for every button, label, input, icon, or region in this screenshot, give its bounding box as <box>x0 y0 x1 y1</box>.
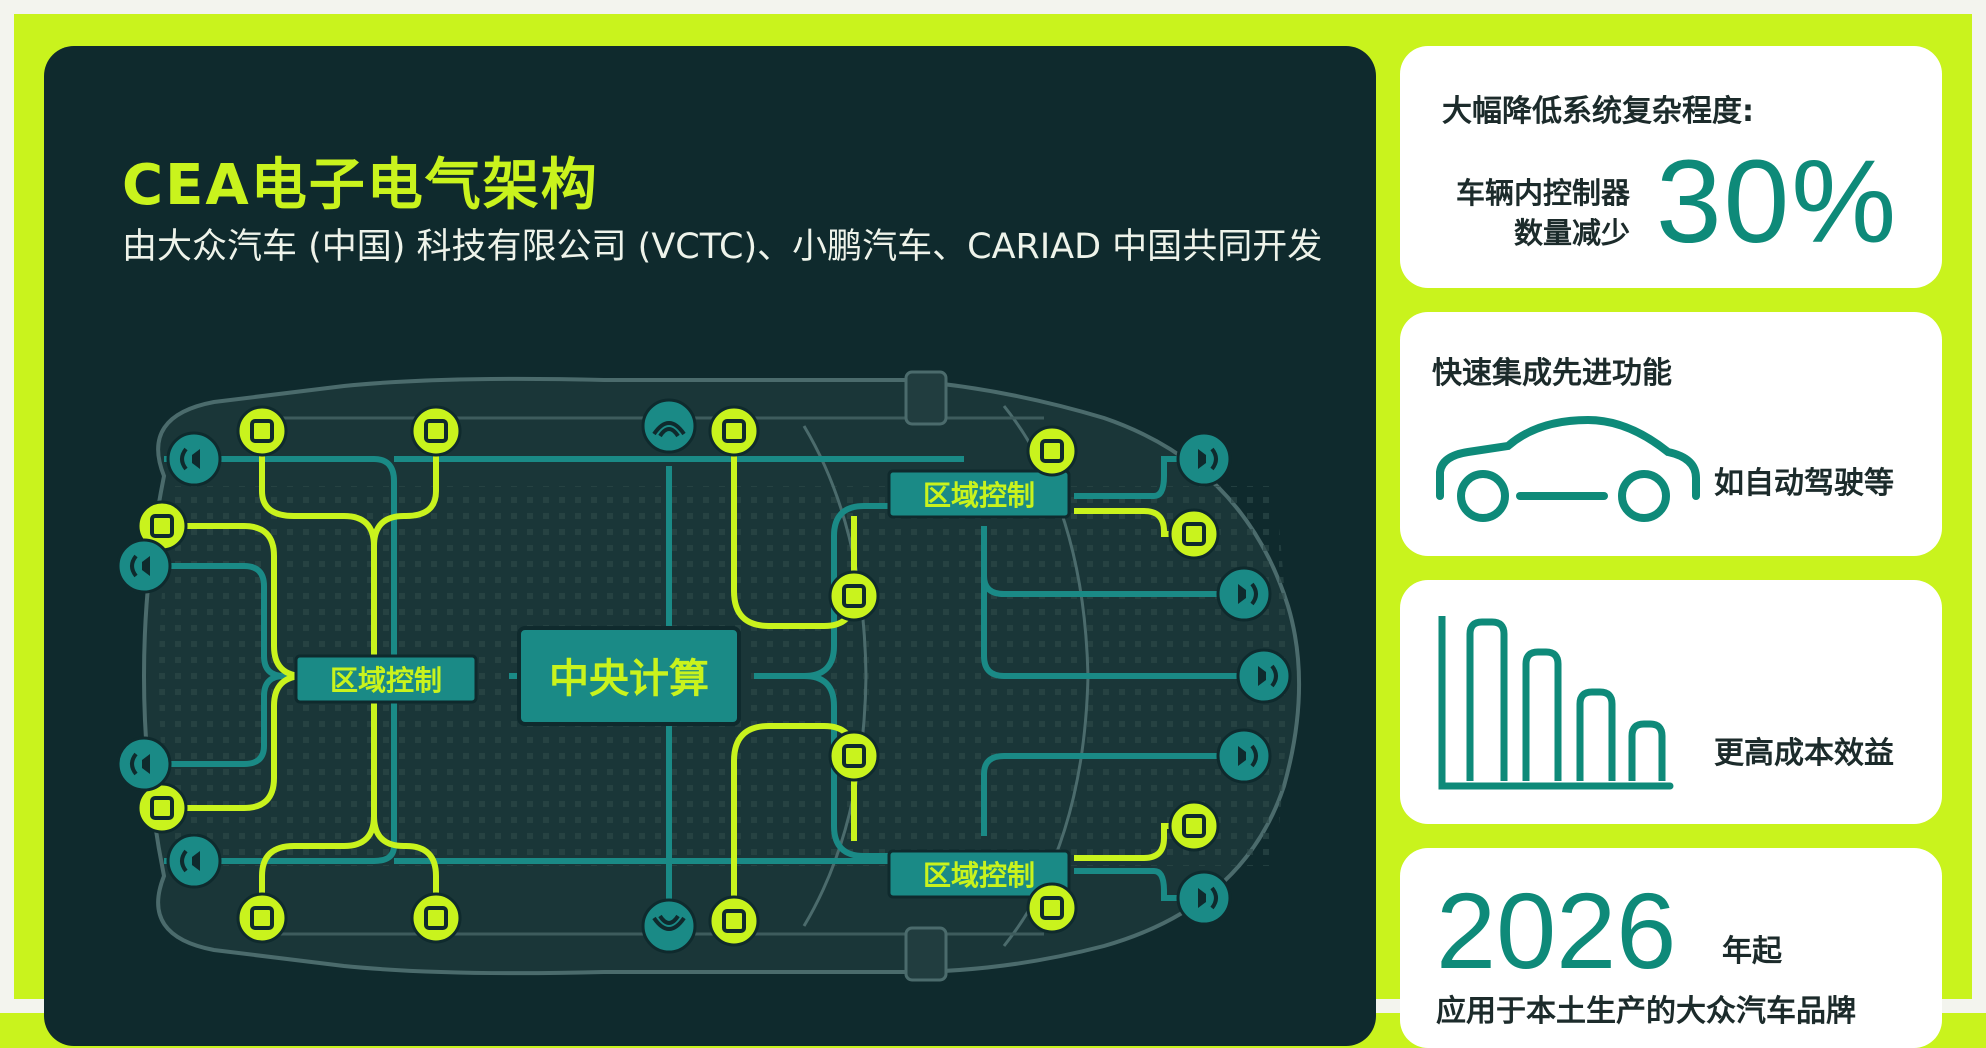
complexity-heading: 大幅降低系统复杂程度: <box>1442 94 1754 129</box>
architecture-diagram: 中央计算 区域控制 区域控制 区域控制 <box>116 370 1302 982</box>
chip-icon <box>1168 508 1220 560</box>
complexity-label-line2: 数量减少 <box>1513 216 1630 250</box>
car-icon <box>1436 415 1700 522</box>
chip-icon <box>1026 882 1078 934</box>
chip-icon <box>708 895 760 947</box>
launch-description: 应用于本土生产的大众汽车品牌 <box>1436 994 1856 1029</box>
features-card: 快速集成先进功能 如自动驾驶等 <box>1400 312 1942 556</box>
speaker-icon <box>1176 870 1232 926</box>
chip-icon <box>828 730 880 782</box>
features-heading: 快速集成先进功能 <box>1432 356 1672 391</box>
chip-icon <box>136 500 188 552</box>
speaker-icon <box>166 431 222 487</box>
chip-icon <box>236 405 288 457</box>
central-compute-node: 中央计算 <box>517 626 741 726</box>
central-compute-label: 中央计算 <box>549 656 709 702</box>
launch-year: 2026 <box>1436 870 1677 991</box>
speaker-icon <box>1176 431 1232 487</box>
chip-icon <box>410 892 462 944</box>
zone-node-top-right: 区域控制 <box>887 469 1071 519</box>
complexity-card: 大幅降低系统复杂程度: 车辆内控制器 数量减少 30% <box>1400 46 1942 288</box>
speaker-icons <box>116 431 1292 926</box>
chip-icon <box>1168 800 1220 852</box>
cost-card: 更高成本效益 <box>1400 580 1942 824</box>
page-title: CEA电子电气架构 <box>122 153 599 218</box>
chip-icon <box>708 405 760 457</box>
speaker-icon <box>116 736 172 792</box>
speaker-icon <box>1216 566 1272 622</box>
complexity-label-line1: 车辆内控制器 <box>1455 176 1630 210</box>
zone-label-bottom-right: 区域控制 <box>923 859 1035 892</box>
chip-icon <box>410 405 462 457</box>
launch-year-unit: 年起 <box>1722 934 1782 969</box>
features-caption: 如自动驾驶等 <box>1714 466 1894 501</box>
architecture-panel: 中央计算 区域控制 区域控制 区域控制 CEA电子 <box>44 46 1376 1046</box>
bar-chart-icon <box>1438 616 1674 790</box>
antenna-icon <box>641 398 697 454</box>
speaker-icon <box>1236 648 1292 704</box>
page-subtitle: 由大众汽车 (中国) 科技有限公司 (VCTC)、小鹏汽车、CARIAD 中国共… <box>122 227 1323 267</box>
chip-icons <box>136 405 1220 947</box>
launch-card: 2026 年起 应用于本土生产的大众汽车品牌 <box>1400 848 1942 1048</box>
antenna-icon <box>641 898 697 954</box>
zone-node-left: 区域控制 <box>294 654 478 704</box>
chip-icon <box>828 570 880 622</box>
speaker-icon <box>166 833 222 889</box>
zone-label-left: 区域控制 <box>330 664 442 697</box>
speaker-icon <box>1216 728 1272 784</box>
zone-label-top-right: 区域控制 <box>923 479 1035 512</box>
cost-caption: 更高成本效益 <box>1714 736 1894 771</box>
chip-icon <box>236 892 288 944</box>
speaker-icon <box>116 538 172 594</box>
zone-node-bottom-right: 区域控制 <box>887 849 1071 899</box>
chip-icon <box>1026 425 1078 477</box>
complexity-value: 30% <box>1656 136 1899 268</box>
